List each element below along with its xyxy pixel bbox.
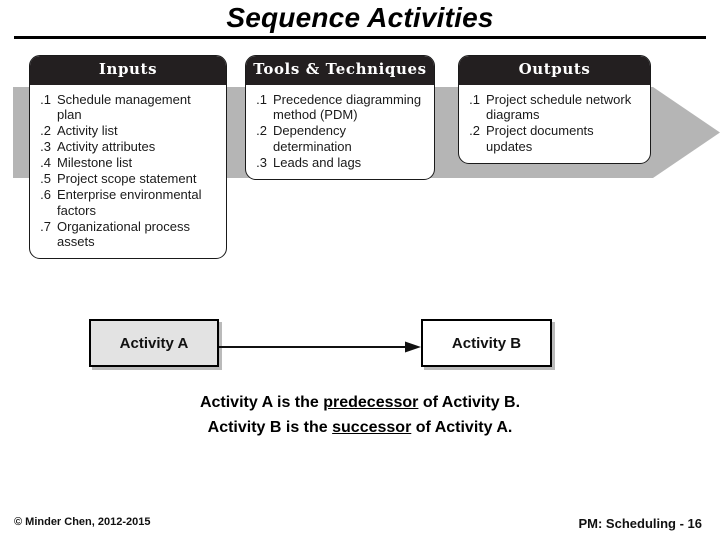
list-item-number: .3 xyxy=(40,139,51,155)
list-item-label: Milestone list xyxy=(57,155,133,171)
list-item-number: .2 xyxy=(469,123,480,139)
activity-b-box: Activity B xyxy=(421,319,552,367)
list-item-label: Schedule management plan xyxy=(57,91,191,123)
list-item-label: Project scope statement xyxy=(57,171,197,187)
list-item-number: .6 xyxy=(40,187,51,203)
itto-list-outputs: .1 Project schedule network diagrams .2 … xyxy=(459,85,650,163)
list-item-label: Project schedule network diagrams xyxy=(486,91,632,123)
list-item-number: .5 xyxy=(40,171,51,187)
itto-header-inputs: Inputs xyxy=(30,56,226,85)
list-item: .5 Project scope statement xyxy=(38,171,218,186)
predecessor-arrow-icon xyxy=(219,341,421,353)
list-item: .4 Milestone list xyxy=(38,155,218,170)
list-item-label: Precedence diagramming method (PDM) xyxy=(273,91,422,123)
activity-a-box: Activity A xyxy=(89,319,219,367)
itto-list-tools-and-techniques: .1 Precedence diagramming method (PDM) .… xyxy=(246,85,434,179)
list-item-number: .4 xyxy=(40,155,51,171)
list-item: .2 Dependency determination xyxy=(254,123,426,154)
list-item: .3 Leads and lags xyxy=(254,155,426,170)
caption-line-1: Activity A is the predecessor of Activit… xyxy=(0,390,720,415)
list-item-number: .1 xyxy=(469,91,480,107)
list-item-number: .7 xyxy=(40,218,51,234)
title-divider xyxy=(14,36,706,39)
list-item-label: Project documents updates xyxy=(486,123,594,154)
list-item: .1 Project schedule network diagrams xyxy=(467,92,642,123)
list-item-number: .1 xyxy=(256,91,267,107)
list-item-label: Leads and lags xyxy=(273,154,362,170)
list-item-label: Dependency determination xyxy=(273,123,352,154)
list-item-number: .2 xyxy=(256,123,267,139)
caption-block: Activity A is the predecessor of Activit… xyxy=(0,390,720,440)
list-item: .6 Enterprise environmental factors xyxy=(38,187,218,218)
list-item-number: .3 xyxy=(256,154,267,170)
list-item: .2 Project documents updates xyxy=(467,123,642,154)
list-item-number: .1 xyxy=(40,91,51,107)
caption-line-1-post: of Activity B. xyxy=(418,394,521,411)
list-item: .1 Schedule management plan xyxy=(38,92,218,123)
caption-line-1-emphasis: predecessor xyxy=(323,394,419,411)
list-item: .2 Activity list xyxy=(38,123,218,138)
itto-header-tools-and-techniques: Tools & Techniques xyxy=(246,56,434,85)
footer-copyright: © Minder Chen, 2012-2015 xyxy=(14,516,151,528)
list-item-label: Enterprise environmental factors xyxy=(57,187,202,218)
caption-line-2-emphasis: successor xyxy=(332,419,412,436)
list-item-number: .2 xyxy=(40,123,51,139)
list-item-label: Organizational process assets xyxy=(57,218,190,249)
footer-page-label: PM: Scheduling - 16 xyxy=(578,516,702,531)
caption-line-1-pre: Activity A is the xyxy=(199,394,324,411)
list-item: .3 Activity attributes xyxy=(38,139,218,154)
caption-line-2: Activity B is the successor of Activity … xyxy=(0,415,720,440)
list-item: .7 Organizational process assets xyxy=(38,219,218,250)
page-title: Sequence Activities xyxy=(226,2,494,33)
list-item-label: Activity attributes xyxy=(57,139,156,155)
itto-box-inputs: Inputs .1 Schedule management plan .2 Ac… xyxy=(29,55,227,259)
itto-list-inputs: .1 Schedule management plan .2 Activity … xyxy=(30,85,226,258)
itto-box-tools-and-techniques: Tools & Techniques .1 Precedence diagram… xyxy=(245,55,435,180)
caption-line-2-pre: Activity B is the xyxy=(207,419,333,436)
caption-line-2-post: of Activity A. xyxy=(411,419,513,436)
list-item: .1 Precedence diagramming method (PDM) xyxy=(254,92,426,123)
list-item-label: Activity list xyxy=(57,123,118,139)
itto-box-outputs: Outputs .1 Project schedule network diag… xyxy=(458,55,651,164)
itto-header-outputs: Outputs xyxy=(459,56,650,85)
